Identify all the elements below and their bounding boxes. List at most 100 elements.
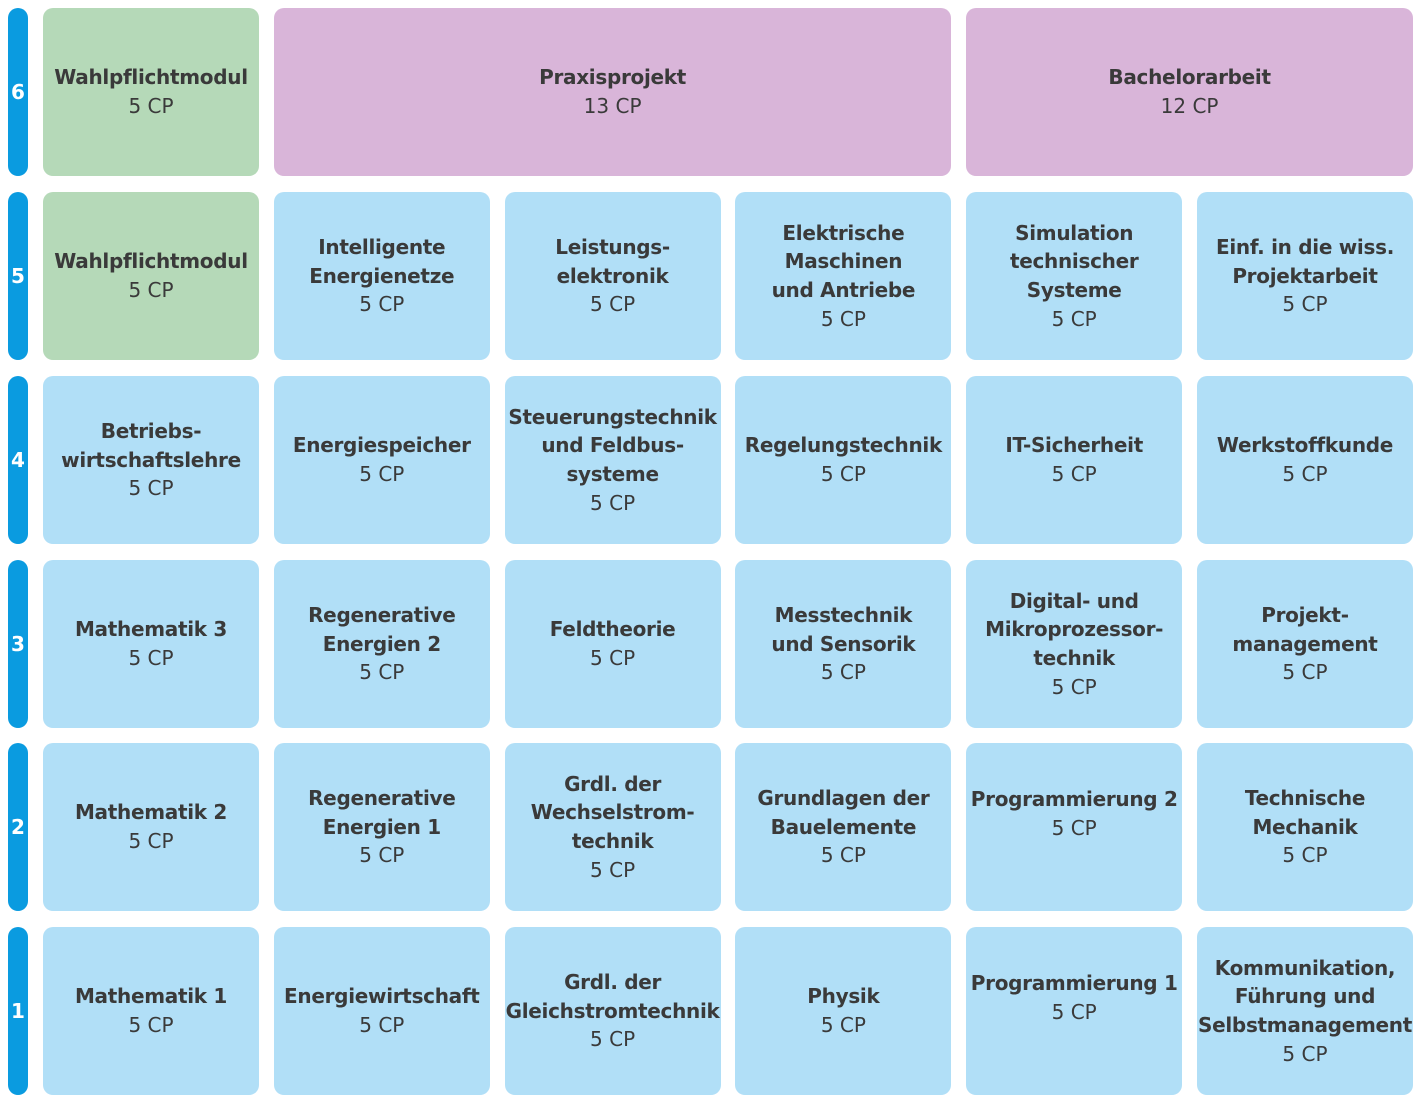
module-title-line: Physik (807, 984, 880, 1009)
module-title-line: Betriebs- (100, 419, 202, 444)
module-credits: 5 CP (590, 490, 636, 515)
module-credits: 5 CP (128, 94, 174, 118)
module-credits: 5 CP (128, 278, 174, 302)
module-title-line: Programmierung 2 (970, 787, 1178, 811)
semester-label: 6 (8, 8, 28, 176)
module-credits: 5 CP (1282, 1041, 1328, 1066)
module-credits: 5 CP (820, 660, 866, 685)
module-title-line: Grundlagen der (757, 786, 930, 811)
module-credits: 5 CP (820, 843, 866, 868)
module-title-line: Energien 2 (322, 631, 441, 656)
module-credits: 5 CP (590, 1027, 636, 1052)
module-title-line: Mikroprozessor- (985, 617, 1164, 642)
module-credits: 5 CP (1282, 660, 1328, 685)
module-title-line: Regenerative (308, 786, 456, 811)
module-credits: 5 CP (820, 1013, 866, 1037)
module-title-line: IT-Sicherheit (1005, 433, 1143, 458)
module-credits: 5 CP (1051, 462, 1097, 486)
module-title-line: Kommunikation, (1214, 955, 1396, 980)
module-credits: 5 CP (359, 462, 405, 486)
module-card: IT-Sicherheit 5 CP (966, 376, 1183, 544)
module-title-line: Projektarbeit (1232, 263, 1378, 288)
module-card: Programmierung 1 5 CP (966, 927, 1183, 1095)
module-title-line: technik (571, 829, 654, 853)
module-title-line: Intelligente (318, 235, 446, 260)
module-title-line: Projekt- (1261, 603, 1349, 628)
module-title-line: Energiespeicher (292, 433, 471, 458)
module-title-line: Wahlpflichtmodul (54, 65, 248, 90)
module-title-line: Elektrische (782, 220, 905, 245)
module-card: Energiespeicher 5 CP (273, 376, 490, 544)
module-credits: 5 CP (1282, 292, 1328, 317)
module-title-line: und Antriebe (771, 278, 916, 302)
module-title-line: Praxisprojekt (539, 65, 687, 90)
module-title-line: Technische (1244, 786, 1366, 811)
module-card: Feldtheorie 5 CP (504, 560, 721, 728)
module-title-line: Selbstmanagement (1198, 1013, 1412, 1037)
module-title-line: systeme (566, 462, 659, 486)
module-title-line: Regenerative (308, 603, 456, 628)
module-credits: 5 CP (359, 1013, 405, 1037)
module-credits: 12 CP (1160, 94, 1219, 118)
module-title-line: Einf. in die wiss. (1215, 235, 1394, 260)
module-title-line: Werkstoffkunde (1216, 433, 1394, 458)
module-credits: 5 CP (590, 646, 636, 670)
module-card: Mathematik 2 5 CP (43, 743, 259, 911)
module-title-line: Regelungstechnik (744, 433, 943, 458)
module-card: Physik 5 CP (735, 927, 952, 1095)
module-credits: 5 CP (820, 306, 866, 331)
module-credits: 5 CP (590, 857, 636, 882)
module-title-line: und Feldbus- (541, 433, 684, 458)
module-credits: 5 CP (128, 476, 174, 501)
module-title-line: Grdl. der (564, 771, 662, 796)
module-credits: 13 CP (583, 94, 642, 118)
module-title-line: technischer (1009, 249, 1139, 274)
module-title-line: technik (1033, 646, 1115, 670)
module-title-line: und Sensorik (771, 631, 916, 656)
semester-label: 2 (8, 743, 28, 911)
semester-label: 1 (8, 927, 28, 1095)
module-title-line: Bauelemente (770, 814, 917, 839)
module-credits: 5 CP (128, 1013, 174, 1037)
module-credits: 5 CP (128, 829, 174, 853)
module-title-line: Mathematik 3 (74, 617, 228, 642)
module-title-line: Systeme (1026, 278, 1122, 302)
module-credits: 5 CP (359, 843, 405, 868)
module-title-line: Programmierung 1 (970, 971, 1178, 995)
module-card: Wahlpflichtmodul 5 CP (43, 8, 259, 176)
module-title-line: Grdl. der (564, 970, 662, 995)
module-title-line: wirtschaftslehre (61, 447, 241, 472)
semester-label: 4 (8, 376, 28, 544)
module-card: Betriebs-wirtschaftslehre 5 CP (43, 376, 259, 544)
semester-label: 3 (8, 560, 28, 728)
module-title-line: Mathematik 2 (74, 800, 228, 825)
module-credits: 5 CP (1051, 674, 1097, 699)
module-credits: 5 CP (1282, 462, 1328, 486)
module-credits: 5 CP (359, 660, 405, 685)
module-title-line: Mechanik (1252, 814, 1358, 839)
module-title-line: Feldtheorie (549, 617, 676, 642)
module-title-line: Gleichstromtechnik (505, 998, 720, 1023)
module-credits: 5 CP (1051, 999, 1097, 1024)
